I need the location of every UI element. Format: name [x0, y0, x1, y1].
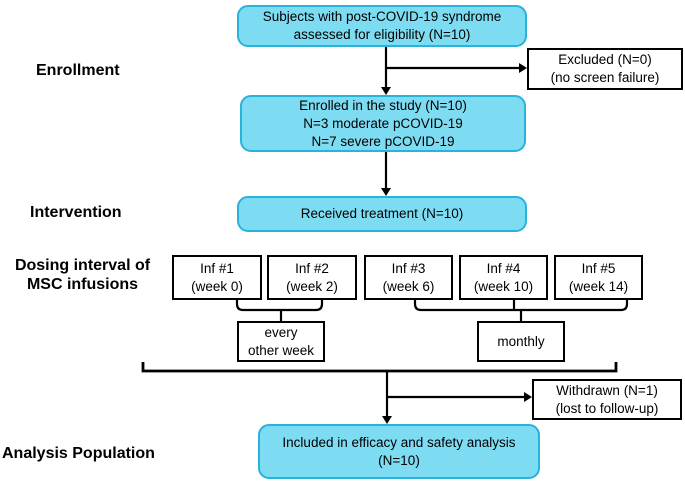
monthly-box: monthly — [477, 321, 565, 362]
bracket-every-other-week — [235, 300, 324, 312]
stage-label-dosing-interval: Dosing interval of MSC infusions — [5, 256, 160, 294]
enrolled-line3: N=7 severe pCOVID-19 — [311, 133, 455, 149]
excluded-box: Excluded (N=0) (no screen failure) — [527, 48, 683, 90]
infusion-5-box: Inf #5 (week 14) — [554, 255, 643, 300]
included-line1: Included in efficacy and safety analysis — [282, 434, 516, 450]
enrolled-line2: N=3 moderate pCOVID-19 — [303, 115, 463, 131]
bracket-monthly — [413, 300, 629, 312]
stage-label-enrollment: Enrollment — [36, 62, 120, 79]
infusion-4-box: Inf #4 (week 10) — [459, 255, 548, 300]
every-other-week-box: every other week — [237, 321, 325, 362]
infusion-4-line1: Inf #4 — [486, 260, 521, 276]
withdrawn-line1: Withdrawn (N=1) — [556, 382, 658, 398]
every-other-week-line1: every — [264, 324, 298, 340]
arrowhead-enrolled — [381, 87, 391, 95]
stage-label-dosing-line2: MSC infusions — [26, 276, 139, 293]
infusion-2-line2: (week 2) — [286, 278, 338, 294]
enrolled-line1: Enrolled in the study (N=10) — [299, 97, 467, 113]
eligibility-box: Subjects with post-COVID-19 syndrome ass… — [237, 5, 527, 47]
arrowhead-excluded — [519, 63, 527, 73]
excluded-line1: Excluded (N=0) — [558, 52, 652, 67]
withdrawn-box: Withdrawn (N=1) (lost to follow-up) — [532, 379, 682, 420]
eligibility-line1: Subjects with post-COVID-19 syndrome — [262, 9, 502, 24]
excluded-line2: (no screen failure) — [550, 70, 660, 85]
stage-label-intervention: Intervention — [30, 204, 122, 221]
stage-label-dosing-line1: Dosing interval of — [14, 257, 151, 274]
stage-label-analysis-population: Analysis Population — [2, 445, 155, 462]
infusion-1-line2: (week 0) — [191, 278, 243, 294]
infusion-1-box: Inf #1 (week 0) — [172, 255, 262, 300]
received-treatment-box: Received treatment (N=10) — [237, 196, 527, 232]
included-analysis-box: Included in efficacy and safety analysis… — [258, 424, 540, 479]
infusion-2-box: Inf #2 (week 2) — [267, 255, 357, 300]
arrowhead-included — [382, 416, 392, 424]
infusion-3-box: Inf #3 (week 6) — [364, 255, 453, 300]
withdrawn-line2: (lost to follow-up) — [555, 400, 659, 416]
arrowhead-withdrawn — [524, 392, 532, 402]
infusion-3-line2: (week 6) — [382, 278, 435, 294]
collecting-bracket — [141, 362, 618, 373]
every-other-week-line2: other week — [247, 342, 315, 358]
monthly-line1: monthly — [497, 333, 545, 349]
infusion-4-line2: (week 10) — [473, 278, 534, 294]
enrolled-box: Enrolled in the study (N=10) N=3 moderat… — [240, 95, 526, 152]
infusion-5-line2: (week 14) — [568, 278, 629, 294]
infusion-3-line1: Inf #3 — [391, 260, 426, 276]
infusion-1-line1: Inf #1 — [200, 260, 234, 276]
infusion-5-line1: Inf #5 — [581, 260, 616, 276]
arrowhead-received — [381, 188, 391, 196]
received-line1: Received treatment (N=10) — [300, 206, 464, 221]
included-line2: (N=10) — [378, 452, 420, 468]
eligibility-line2: assessed for eligibility (N=10) — [293, 27, 471, 42]
infusion-2-line1: Inf #2 — [295, 260, 329, 276]
